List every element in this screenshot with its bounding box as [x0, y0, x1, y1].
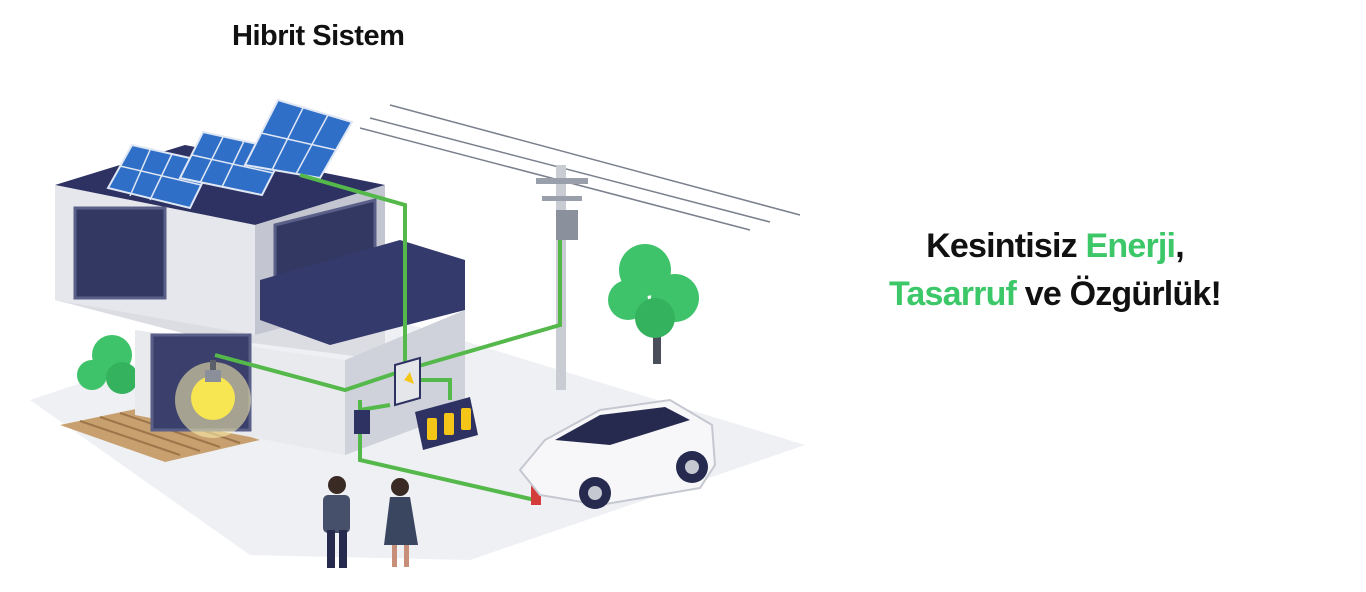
person-icon	[384, 478, 418, 567]
bush-icon	[77, 335, 138, 394]
person-icon	[323, 476, 350, 568]
house-window	[73, 206, 167, 300]
tagline: Kesintisiz Enerji, Tasarruf ve Özgürlük!	[820, 222, 1290, 318]
tree-icon	[608, 244, 699, 364]
hybrid-system-illustration	[30, 98, 805, 568]
solar-panel-icon	[106, 98, 354, 210]
page-title: Hibrit Sistem	[232, 20, 405, 52]
tagline-highlight-energy: Enerji	[1085, 227, 1176, 265]
tagline-text: ve Özgürlük!	[1016, 275, 1222, 313]
power-lines	[359, 104, 801, 231]
inverter-icon	[394, 356, 421, 407]
electric-car-icon	[518, 398, 717, 509]
tagline-text: Kesintisiz	[926, 227, 1086, 265]
meter-box-icon	[354, 410, 370, 434]
tagline-line-2: Tasarruf ve Özgürlük!	[820, 270, 1290, 318]
tagline-line-1: Kesintisiz Enerji,	[820, 222, 1290, 270]
tagline-highlight-savings: Tasarruf	[888, 275, 1017, 313]
tagline-text: ,	[1175, 227, 1184, 265]
light-bulb-icon	[175, 360, 251, 438]
battery-icon	[415, 397, 478, 450]
